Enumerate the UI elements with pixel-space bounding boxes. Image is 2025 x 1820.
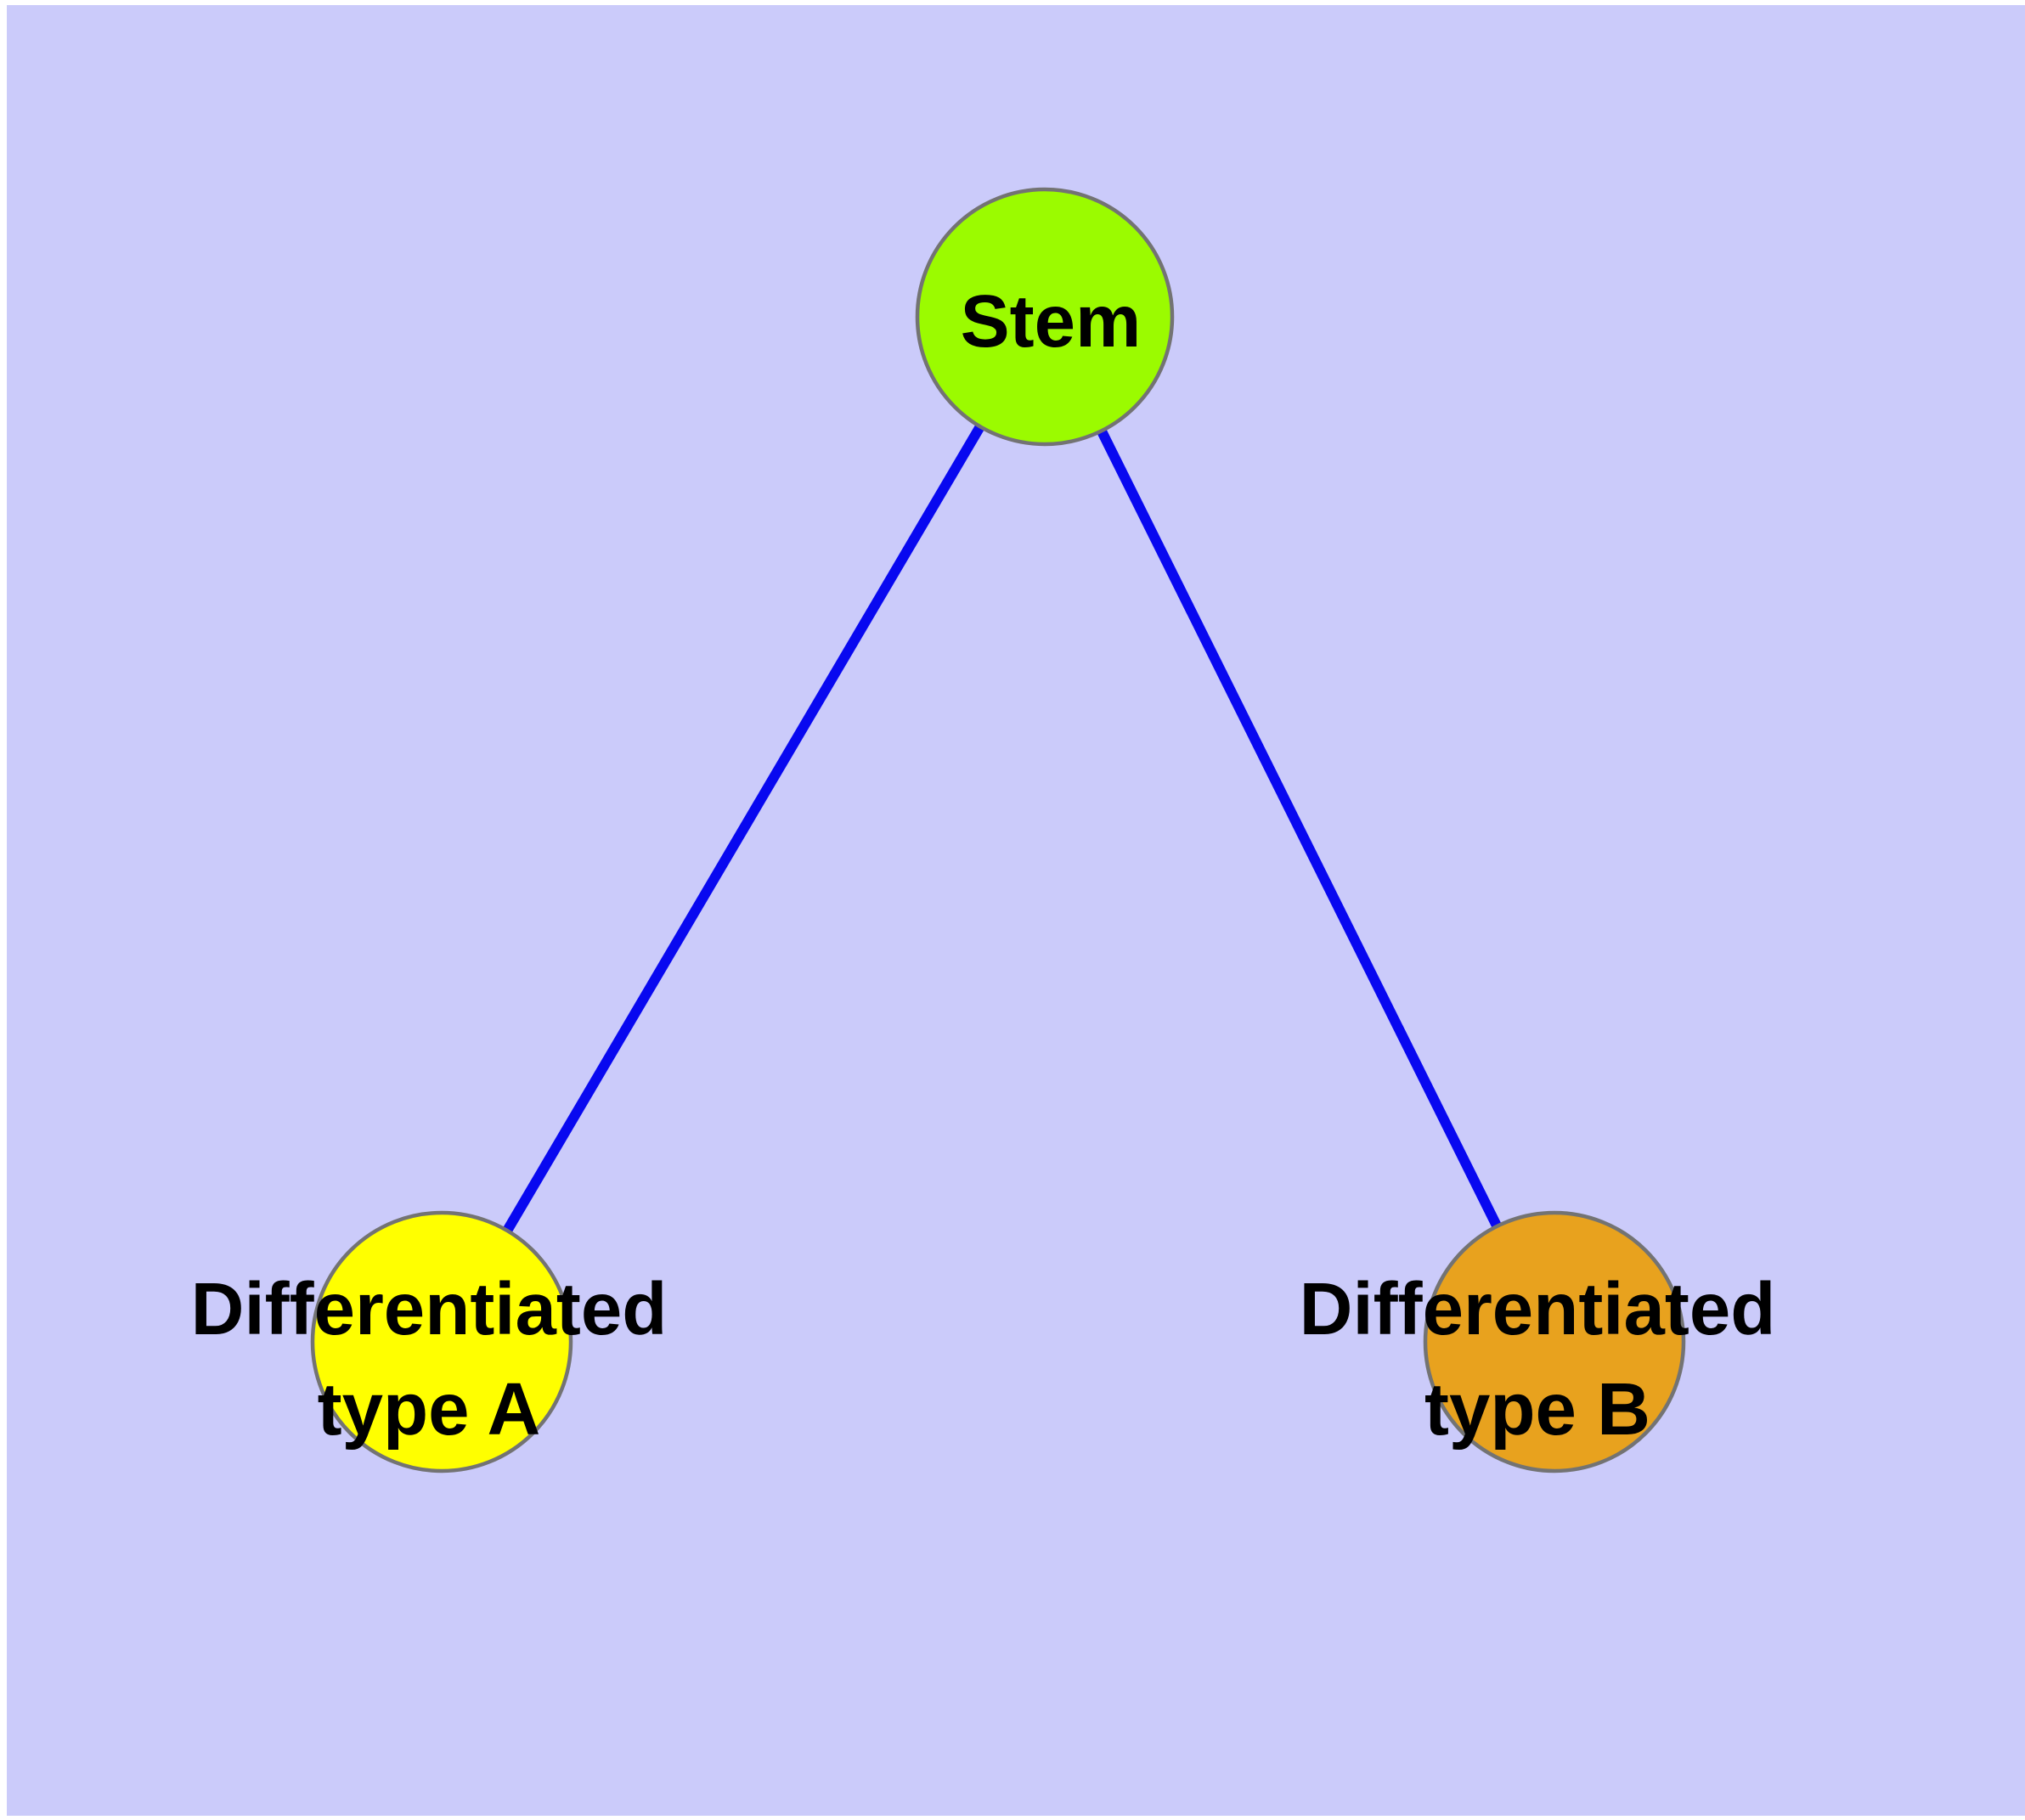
node-type-a-circle bbox=[310, 1210, 573, 1473]
node-stem-circle bbox=[915, 187, 1175, 447]
node-stem-label: Stem bbox=[961, 280, 1142, 363]
edge-stem-to-type-a bbox=[437, 313, 1050, 1345]
node-type-b-label-line2: type B bbox=[1424, 1368, 1650, 1451]
node-type-a-label-line2: type A bbox=[318, 1368, 541, 1451]
edge-stem-to-type-b bbox=[1040, 314, 1560, 1344]
node-type-b-circle bbox=[1423, 1210, 1686, 1473]
node-type-b-label-line1: Differentiated bbox=[1300, 1268, 1776, 1350]
node-type-a-label-line1: Differentiated bbox=[191, 1268, 668, 1350]
